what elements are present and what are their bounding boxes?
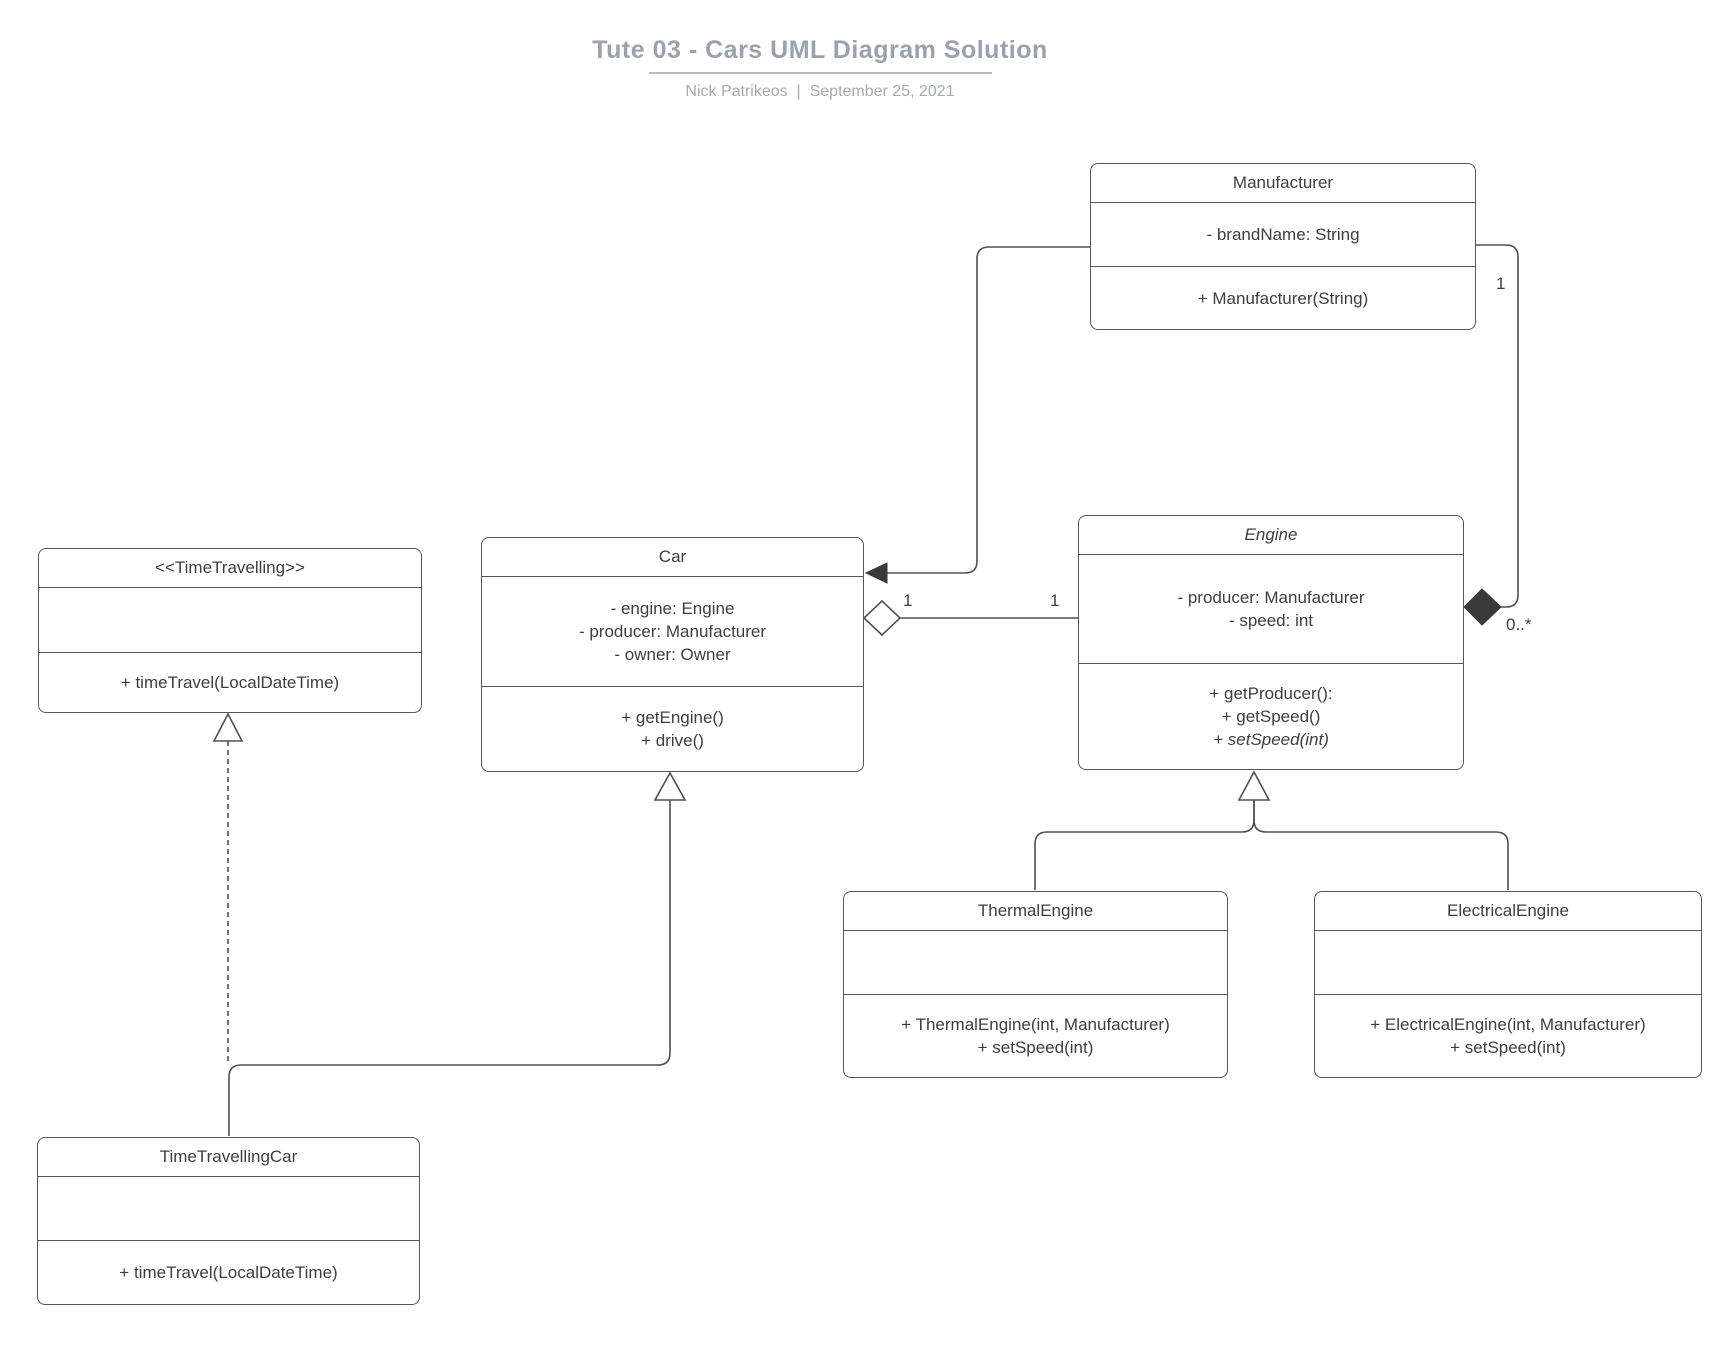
attribute: - engine: Engine <box>610 599 735 618</box>
method: + setSpeed(int) <box>1450 1038 1566 1057</box>
class-thermalengine: ThermalEngine + ThermalEngine(int, Manuf… <box>843 891 1228 1078</box>
attribute: - speed: int <box>1228 611 1314 630</box>
class-thermalengine-attributes <box>844 930 1227 994</box>
class-car-methods: + getEngine() + drive() <box>482 686 863 771</box>
class-engine-attributes: - producer: Manufacturer - speed: int <box>1079 554 1463 663</box>
attribute: - brandName: String <box>1206 225 1360 244</box>
class-timetravellingcar-name: TimeTravellingCar <box>159 1147 298 1166</box>
generalization-electricalengine-line <box>1253 800 1509 890</box>
class-manufacturer-name: Manufacturer <box>1232 173 1334 192</box>
method: + getEngine() <box>621 708 724 727</box>
multiplicity-manufacturer-end: 1 <box>1496 274 1505 293</box>
class-engine-name: Engine <box>1244 525 1298 544</box>
attribute: - owner: Owner <box>614 645 731 664</box>
diagram-title: Tute 03 - Cars UML Diagram Solution <box>592 36 1048 64</box>
class-thermalengine-methods: + ThermalEngine(int, Manufacturer) + set… <box>844 994 1227 1077</box>
multiplicity-car-end: 1 <box>903 591 912 610</box>
method: + ThermalEngine(int, Manufacturer) <box>901 1015 1170 1034</box>
class-electricalengine-methods: + ElectricalEngine(int, Manufacturer) + … <box>1315 994 1701 1077</box>
method: + drive() <box>641 731 704 750</box>
class-manufacturer: Manufacturer - brandName: String + Manuf… <box>1090 163 1476 330</box>
method-abstract: + setSpeed(int) <box>1213 730 1329 749</box>
interface-timetravelling-name: <<TimeTravelling>> <box>155 558 305 577</box>
class-electricalengine-name: ElectricalEngine <box>1447 901 1569 920</box>
interface-timetravelling-attributes <box>39 587 421 652</box>
class-car: Car - engine: Engine - producer: Manufac… <box>481 537 864 772</box>
class-manufacturer-methods: + Manufacturer(String) <box>1091 266 1475 329</box>
title-underline <box>648 72 992 74</box>
class-engine-methods: + getProducer(): + getSpeed() + setSpeed… <box>1079 663 1463 769</box>
class-timetravellingcar: TimeTravellingCar + timeTravel(LocalDate… <box>37 1137 420 1305</box>
method: + ElectricalEngine(int, Manufacturer) <box>1370 1015 1646 1034</box>
attribute: - producer: Manufacturer <box>578 622 767 641</box>
generalization-timetravellingcar-line <box>228 800 671 1136</box>
diagram-subtitle: Nick Patrikeos | September 25, 2021 <box>685 83 955 100</box>
generalization-triangle-engine <box>1237 770 1271 801</box>
attribute: - producer: Manufacturer <box>1177 588 1365 607</box>
realization-triangle-timetravelling <box>212 712 244 742</box>
generalization-thermalengine-line <box>1034 800 1255 890</box>
class-electricalengine-attributes <box>1315 930 1701 994</box>
aggregation-diamond <box>862 599 902 637</box>
association-arrowhead <box>864 562 888 584</box>
multiplicity-engine-composition-end: 0..* <box>1506 615 1532 634</box>
method: + getProducer(): <box>1209 684 1333 703</box>
diagram-header: Tute 03 - Cars UML Diagram Solution Nick… <box>0 36 1640 101</box>
method: + timeTravel(LocalDateTime) <box>119 1263 338 1282</box>
method: + Manufacturer(String) <box>1197 288 1369 308</box>
generalization-triangle-car <box>653 771 687 801</box>
method: + timeTravel(LocalDateTime) <box>120 673 340 692</box>
class-timetravellingcar-methods: + timeTravel(LocalDateTime) <box>38 1240 419 1304</box>
interface-timetravelling: <<TimeTravelling>> + timeTravel(LocalDat… <box>38 548 422 713</box>
composition-manufacturer-engine-line <box>1476 244 1519 608</box>
composition-diamond <box>1463 588 1502 626</box>
class-manufacturer-attributes: - brandName: String <box>1091 202 1475 266</box>
association-manufacturer-car-line <box>884 246 1090 574</box>
multiplicity-engine-end: 1 <box>1050 591 1059 610</box>
class-car-attributes: - engine: Engine - producer: Manufacture… <box>482 576 863 686</box>
class-car-name: Car <box>658 547 687 566</box>
class-engine: Engine - producer: Manufacturer - speed:… <box>1078 515 1464 770</box>
interface-timetravelling-methods: + timeTravel(LocalDateTime) <box>39 652 421 712</box>
method: + setSpeed(int) <box>977 1038 1094 1057</box>
class-thermalengine-name: ThermalEngine <box>977 901 1094 920</box>
class-electricalengine: ElectricalEngine + ElectricalEngine(int,… <box>1314 891 1702 1078</box>
method: + getSpeed() <box>1221 707 1321 726</box>
class-timetravellingcar-attributes <box>38 1176 419 1240</box>
